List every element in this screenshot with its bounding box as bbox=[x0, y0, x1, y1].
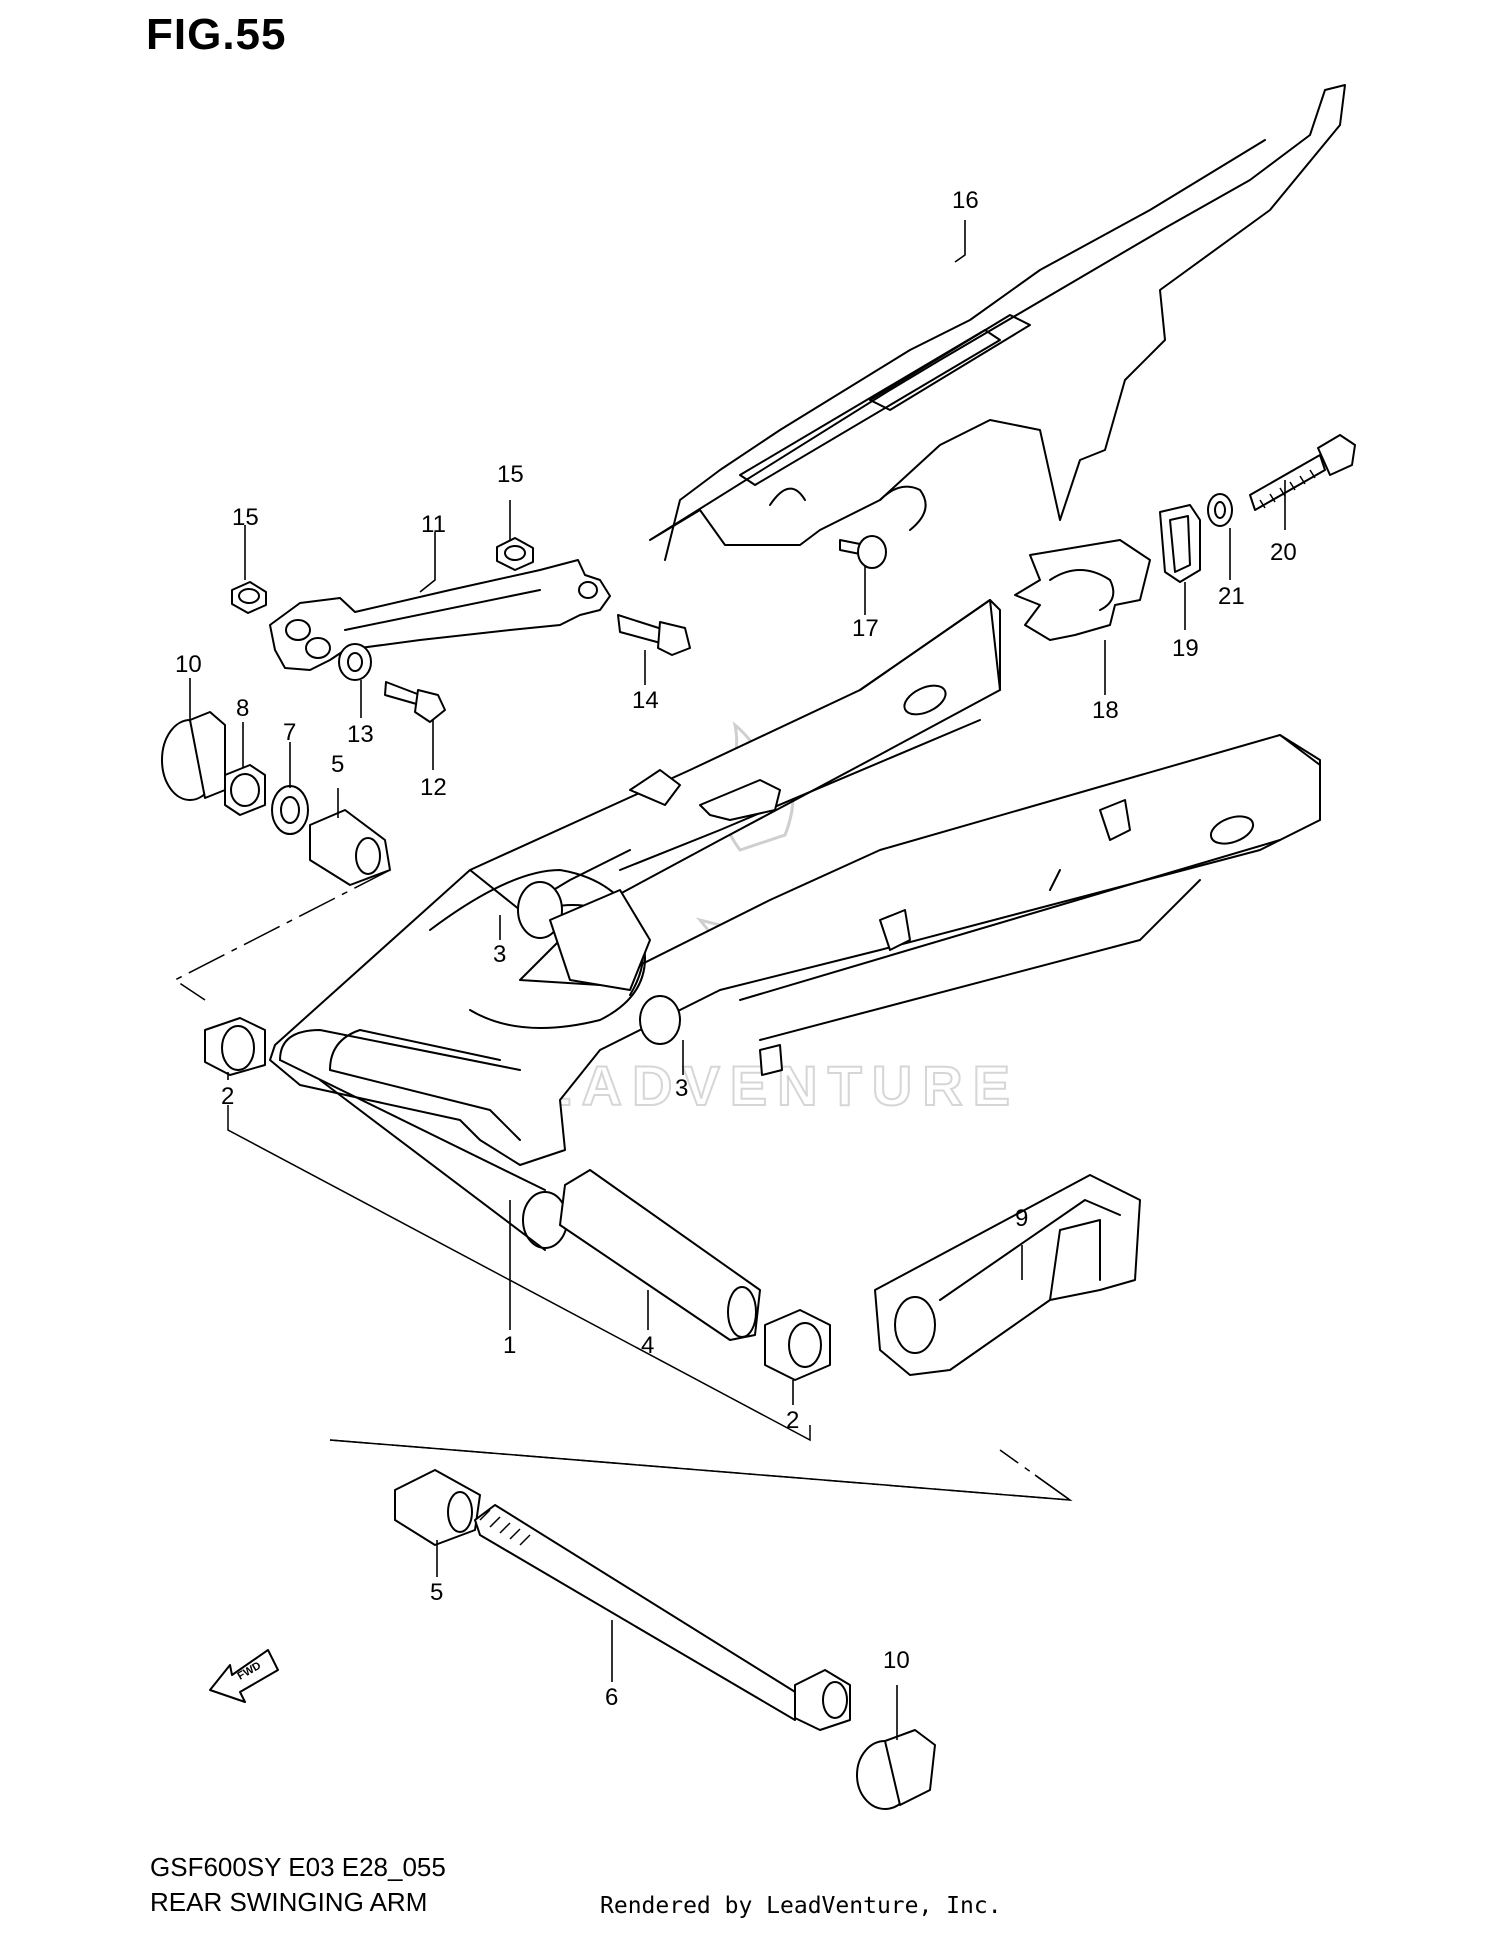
part-pad-19[interactable] bbox=[1159, 504, 1201, 583]
callout-8: 8 bbox=[236, 695, 249, 722]
part-spacer-8[interactable] bbox=[224, 764, 266, 816]
part-bolt-14[interactable] bbox=[617, 614, 691, 656]
callout-5: 5 bbox=[430, 1579, 443, 1606]
callout-10: 10 bbox=[175, 651, 202, 678]
part-bracket-18[interactable] bbox=[1014, 539, 1151, 641]
model-code: GSF600SY E03 E28_055 bbox=[150, 1852, 446, 1882]
part-cap-10a[interactable] bbox=[161, 711, 226, 801]
part-tube-4[interactable] bbox=[559, 1169, 761, 1341]
part-screw-17[interactable] bbox=[839, 535, 887, 569]
leader-lines bbox=[189, 220, 1286, 1740]
part-collar-5a[interactable] bbox=[309, 809, 391, 886]
part-nut-15b[interactable] bbox=[496, 537, 534, 571]
callout-5: 5 bbox=[331, 751, 344, 778]
callout-21: 21 bbox=[1218, 583, 1245, 610]
callout-17: 17 bbox=[852, 615, 879, 642]
callout-1: 1 bbox=[503, 1332, 516, 1359]
part-nut-15a[interactable] bbox=[231, 581, 267, 614]
callout-19: 19 bbox=[1172, 635, 1199, 662]
part-pivot-bolt-6[interactable] bbox=[474, 1504, 851, 1731]
figure-title: FIG.55 bbox=[146, 10, 287, 59]
part-cap-10b[interactable] bbox=[856, 1729, 936, 1810]
callout-2: 2 bbox=[221, 1083, 234, 1110]
callout-20: 20 bbox=[1270, 539, 1297, 566]
callout-9: 9 bbox=[1015, 1205, 1028, 1232]
part-swing-arm-1[interactable] bbox=[269, 599, 1321, 1251]
callout-12: 12 bbox=[420, 774, 447, 801]
part-collar-5b[interactable] bbox=[394, 1469, 481, 1546]
fwd-arrow-icon: FWD bbox=[209, 1649, 279, 1703]
part-chain-case[interactable] bbox=[649, 84, 1346, 561]
part-bearing-2b[interactable] bbox=[764, 1309, 831, 1381]
part-pin-12[interactable] bbox=[384, 681, 446, 723]
callout-7: 7 bbox=[283, 719, 296, 746]
part-torque-link[interactable] bbox=[269, 559, 611, 671]
callout-18: 18 bbox=[1092, 697, 1119, 724]
callout-4: 4 bbox=[641, 1332, 654, 1359]
callout-14: 14 bbox=[632, 687, 659, 714]
part-bearing-2a[interactable] bbox=[204, 1017, 266, 1076]
part-washer-13[interactable] bbox=[338, 643, 372, 681]
callout-3: 3 bbox=[675, 1075, 688, 1102]
callout-16: 16 bbox=[952, 187, 979, 214]
callout-15: 15 bbox=[497, 461, 524, 488]
part-chain-guard-9[interactable] bbox=[874, 1174, 1141, 1376]
callout-3: 3 bbox=[493, 941, 506, 968]
section-title: REAR SWINGING ARM bbox=[150, 1887, 428, 1917]
callout-11: 11 bbox=[421, 511, 446, 538]
render-credit: Rendered by LeadVenture, Inc. bbox=[600, 1893, 1002, 1919]
part-washer-21[interactable] bbox=[1207, 493, 1233, 527]
callout-15: 15 bbox=[232, 504, 259, 531]
callout-6: 6 bbox=[605, 1684, 618, 1711]
callouts: 16 15 15 11 17 20 21 19 18 10 8 7 5 13 1… bbox=[175, 187, 1297, 1711]
callout-13: 13 bbox=[347, 721, 374, 748]
part-washer-7[interactable] bbox=[271, 785, 309, 835]
callout-10: 10 bbox=[883, 1647, 910, 1674]
assembly-lines bbox=[173, 869, 1073, 1501]
part-bolt-20[interactable] bbox=[1249, 434, 1356, 511]
callout-2: 2 bbox=[786, 1407, 799, 1434]
